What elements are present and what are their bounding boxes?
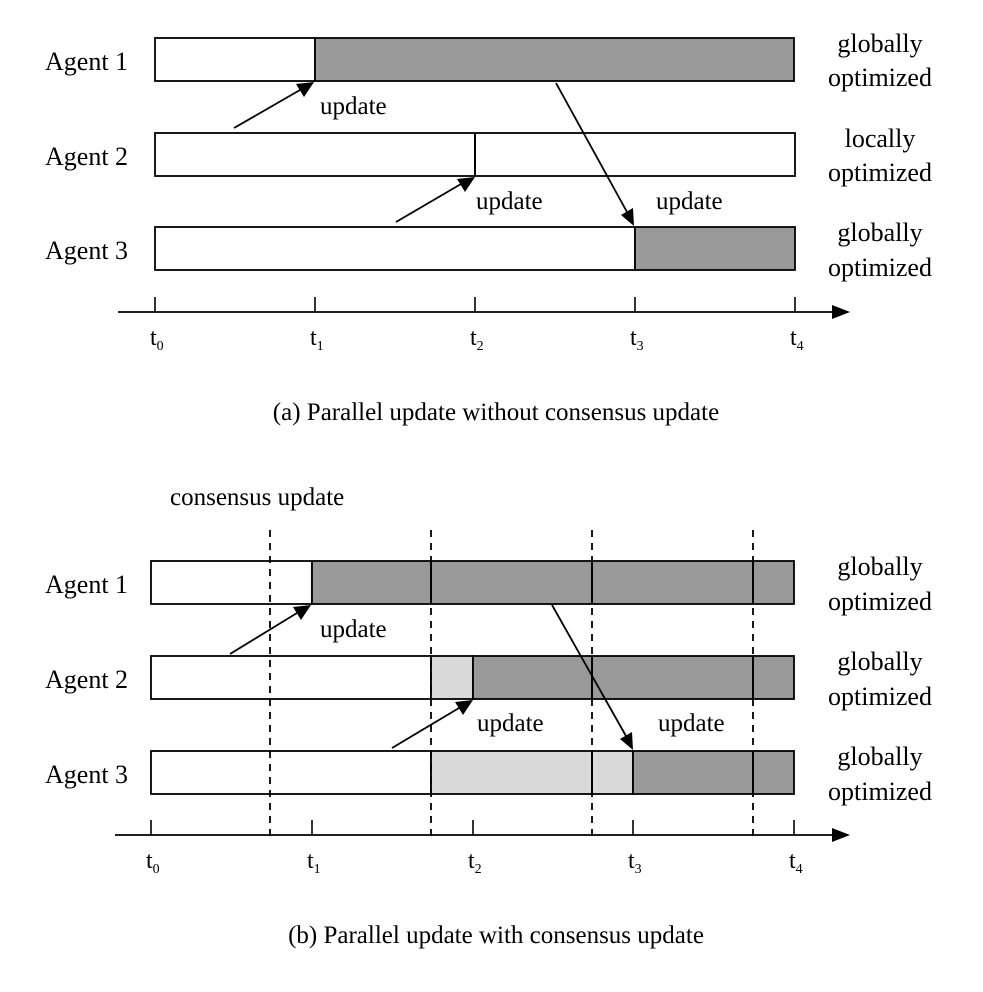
panel-a-tick-label-4: t4 [790, 325, 804, 354]
panel-a-tick-label-0: t0 [150, 325, 164, 354]
panel-b-agent3-bar-dark [632, 750, 795, 795]
panel-b-agent3-label: Agent 3 [45, 760, 128, 789]
panel-a-agent2-status-line1: locally [845, 124, 916, 153]
panel-a: Agent 1 globally optimized Agent 2 local… [45, 29, 932, 426]
panel-b-agent3-status-line2: optimized [828, 777, 932, 806]
panel-b-tick-label-4: t4 [789, 848, 803, 877]
panel-a-agent3-bar-dark [634, 226, 796, 271]
panel-a-time-axis-arrowhead [832, 305, 850, 319]
panel-b-update-arrow-2 [391, 700, 473, 749]
panel-b: consensus update Agent 1 globally optimi… [45, 484, 932, 949]
panel-b-agent2-status-line1: globally [837, 647, 922, 676]
panel-b-agent3-status-line1: globally [837, 742, 922, 771]
panel-a-tick-label-1: t1 [310, 325, 324, 354]
panel-b-agent2-bar-dark [472, 655, 795, 700]
panel-b-agent2-label: Agent 2 [45, 665, 128, 694]
panel-b-agent1-bar-white [150, 560, 313, 605]
panel-a-tick-label-3: t3 [630, 325, 644, 354]
panel-b-caption: (b) Parallel update with consensus updat… [288, 922, 704, 949]
panel-b-update-label-3: update [658, 710, 725, 737]
panel-b-agent3-bar-light [430, 750, 634, 795]
panel-b-agent2-bar-white [150, 655, 432, 700]
panel-a-caption: (a) Parallel update without consensus up… [273, 399, 719, 426]
panel-b-agent1-status-line1: globally [837, 552, 922, 581]
panel-a-agent1-status-line1: globally [837, 29, 922, 58]
panel-a-tick-label-2: t2 [470, 325, 484, 354]
panel-a-agent1-label: Agent 1 [45, 47, 128, 76]
panel-b-tick-label-1: t1 [307, 848, 321, 877]
panel-b-tick-label-0: t0 [146, 848, 160, 877]
panel-a-agent1-bar-dark [314, 37, 795, 82]
panel-b-agent1-status-line2: optimized [828, 587, 932, 616]
panel-a-agent2-label: Agent 2 [45, 142, 128, 171]
panel-b-update-arrow-3 [551, 604, 633, 750]
panel-a-agent3-status-line1: globally [837, 218, 922, 247]
panel-a-agent2-status-line2: optimized [828, 158, 932, 187]
panel-b-agent1-bar-dark [311, 560, 795, 605]
panel-b-agent1-label: Agent 1 [45, 570, 128, 599]
panel-b-update-label-1: update [320, 616, 387, 643]
panel-a-update-arrow-1 [233, 82, 314, 129]
panel-b-agent3-bar-white [150, 750, 432, 795]
panel-a-update-label-3: update [656, 188, 723, 215]
panel-b-consensus-label: consensus update [170, 484, 344, 511]
panel-a-agent3-bar-white [154, 226, 636, 271]
panel-b-tick-label-2: t2 [468, 848, 482, 877]
panel-b-tick-label-3: t3 [628, 848, 642, 877]
panel-a-agent1-status-line2: optimized [828, 63, 932, 92]
panel-b-update-arrow-1 [229, 605, 311, 655]
panel-a-update-arrow-3 [555, 82, 634, 226]
panel-b-agent2-bar-light [430, 655, 474, 700]
panel-a-update-arrow-2 [395, 177, 475, 223]
panel-b-time-axis-arrowhead [832, 828, 850, 842]
panel-a-agent1-bar-white [154, 37, 316, 82]
panel-a-update-label-2: update [476, 188, 543, 215]
panel-a-agent3-label: Agent 3 [45, 236, 128, 265]
panel-b-update-label-2: update [477, 710, 544, 737]
panel-a-agent3-status-line2: optimized [828, 253, 932, 282]
panel-b-agent2-status-line2: optimized [828, 682, 932, 711]
panel-a-update-label-1: update [320, 93, 387, 120]
